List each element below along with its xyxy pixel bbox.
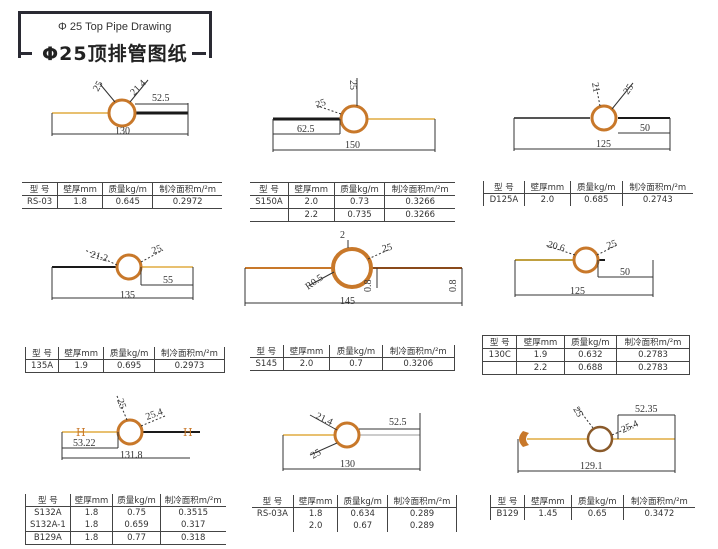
svg-text:53.22: 53.22 [73, 438, 96, 449]
table-row: S132A 1.8 0.75 0.3515 [26, 506, 226, 519]
crimp-mark-left: H [76, 426, 86, 439]
table-row: 2.2 0.688 0.2783 [481, 361, 690, 375]
pipe-drawing: 20.6 25 50 125 [514, 238, 654, 297]
svg-text:R0.5: R0.5 [303, 272, 325, 292]
header-weight: 质量kg/m [102, 182, 153, 196]
svg-text:25: 25 [150, 243, 163, 257]
svg-text:25: 25 [381, 242, 394, 255]
svg-text:21: 21 [589, 82, 602, 94]
svg-text:25: 25 [91, 79, 106, 93]
svg-text:130: 130 [115, 126, 130, 137]
header-cooling-area: 制冷面积m/²m [152, 182, 222, 196]
svg-text:2: 2 [340, 230, 345, 241]
svg-text:25: 25 [314, 97, 327, 111]
svg-text:135: 135 [120, 290, 135, 301]
svg-text:25.4: 25.4 [144, 406, 164, 422]
pipe-diagram-130c: 20.6 25 50 125 [505, 235, 705, 305]
spec-table-rs03a: 型 号 壁厚mm 质量kg/m 制冷面积m/²m RS-03A 1.8 0.63… [252, 495, 457, 532]
spec-table-s150a: 型 号 壁厚mm 质量kg/m 制冷面积m/²m S150A 2.0 0.73 … [250, 182, 455, 222]
pipe-drawing: 25 21.4 52.5 130 [51, 78, 189, 137]
title-bracket-left-foot [18, 52, 32, 55]
title-english: Φ 25 Top Pipe Drawing [58, 21, 172, 33]
svg-text:25: 25 [605, 238, 618, 252]
svg-text:125: 125 [596, 139, 611, 150]
svg-text:21.2: 21.2 [89, 249, 109, 264]
svg-text:50: 50 [640, 123, 650, 134]
svg-text:20.6: 20.6 [546, 239, 566, 254]
table-row: RS-03A 1.8 0.634 0.289 [252, 507, 457, 520]
svg-text:130: 130 [340, 459, 355, 470]
svg-text:25: 25 [570, 405, 585, 419]
svg-text:0.8: 0.8 [363, 280, 374, 293]
pipe-drawing: 2 25 R0.5 0.8 0.8 145 [244, 230, 463, 307]
spec-table-s145: 型 号 壁厚mm 质量kg/m 制冷面积m/²m S145 2.0 0.7 0.… [250, 345, 455, 371]
pipe-drawing: H H 25 25.4 53.22 131.8 [61, 395, 200, 461]
spec-table-130c: 型 号 壁厚mm 质量kg/m 制冷面积m/²m 130C 1.9 0.632 … [481, 335, 690, 375]
title-frame: Φ 25 Top Pipe Drawing Φ25顶排管图纸 [18, 11, 212, 65]
pipe-diagram-s132a: H H 25 25.4 53.22 131.8 [55, 390, 235, 465]
svg-text:21.4: 21.4 [314, 411, 335, 428]
table-row: S132A-1 1.8 0.659 0.317 [26, 519, 226, 532]
svg-text:25: 25 [309, 447, 323, 462]
table-row: 130C 1.9 0.632 0.2783 [481, 348, 690, 362]
header-thickness: 壁厚mm [57, 182, 103, 196]
header-model: 型 号 [22, 182, 58, 196]
svg-text:52.5: 52.5 [152, 93, 170, 104]
table-row: B129A 1.8 0.77 0.318 [25, 531, 226, 545]
crimp-mark-right: H [183, 426, 193, 439]
pipe-drawing: 21 25 50 125 [513, 82, 671, 151]
svg-text:55: 55 [163, 275, 173, 286]
title-bracket [18, 11, 212, 58]
svg-text:129.1: 129.1 [580, 461, 603, 472]
spec-table-135a: 型 号 壁厚mm 质量kg/m 制冷面积m/²m 135A 1.9 0.695 … [25, 347, 225, 373]
table-row: B129 1.45 0.65 0.3472 [491, 507, 695, 520]
svg-text:131.8: 131.8 [120, 450, 143, 461]
title-bracket-right-foot [192, 52, 206, 55]
pipe-diagram-s150a: 25 25 62.5 150 [265, 72, 465, 152]
spec-table-b129: 型 号 壁厚mm 质量kg/m 制冷面积m/²m B129 1.45 0.65 … [490, 495, 695, 520]
spec-table-s132a: 型 号 壁厚mm 质量kg/m 制冷面积m/²m S132A 1.8 0.75 … [25, 494, 226, 545]
table-row: 135A 1.9 0.695 0.2973 [26, 359, 225, 373]
table-row: 2.2 0.735 0.3266 [250, 208, 455, 222]
pipe-diagram-rs03: 25 21.4 52.5 130 [40, 70, 240, 140]
svg-text:0.8: 0.8 [448, 280, 459, 293]
svg-text:25: 25 [114, 397, 128, 410]
svg-text:52.35: 52.35 [635, 404, 658, 415]
pipe-drawing: 21.4 52.5 25 130 [282, 411, 421, 471]
svg-text:50: 50 [620, 267, 630, 278]
table-row: D125A 2.0 0.685 0.2743 [484, 193, 693, 206]
hook-end [519, 431, 529, 447]
svg-text:21.4: 21.4 [128, 78, 148, 98]
pipe-diagram-d125a: 21 25 50 125 [500, 75, 700, 155]
pipe-drawing: 25 25.4 52.35 129.1 [517, 404, 676, 473]
table-row: S145 2.0 0.7 0.3206 [250, 357, 455, 371]
pipe-diagram-rs03a: 21.4 52.5 25 130 [275, 405, 475, 475]
svg-text:150: 150 [345, 140, 360, 151]
spec-table-rs03: 型 号 壁厚mm 质量kg/m 制冷面积m/²m RS-03 1.8 0.645… [22, 182, 222, 209]
spec-table-d125a: 型 号 壁厚mm 质量kg/m 制冷面积m/²m D125A 2.0 0.685… [483, 181, 693, 206]
table-row: S150A 2.0 0.73 0.3266 [250, 195, 455, 209]
table-row: 2.0 0.67 0.289 [252, 520, 457, 532]
pipe-drawing: 25 25 62.5 150 [272, 78, 436, 152]
pipe-diagram-s145: 2 25 R0.5 0.8 0.8 145 [240, 230, 470, 310]
svg-text:25.4: 25.4 [620, 418, 641, 435]
svg-text:145: 145 [340, 296, 355, 307]
pipe-diagram-b129: 25 25.4 52.35 129.1 [505, 395, 705, 475]
svg-text:25: 25 [347, 80, 358, 90]
pipe-diagram-135a: 21.2 25 55 135 [45, 240, 245, 310]
svg-text:62.5: 62.5 [297, 124, 315, 135]
table-row: RS-03 1.8 0.645 0.2972 [22, 195, 222, 209]
pipe-drawing: 21.2 25 55 135 [51, 243, 194, 301]
svg-text:125: 125 [570, 286, 585, 297]
svg-text:52.5: 52.5 [389, 417, 407, 428]
title-chinese: Φ25顶排管图纸 [42, 43, 188, 65]
